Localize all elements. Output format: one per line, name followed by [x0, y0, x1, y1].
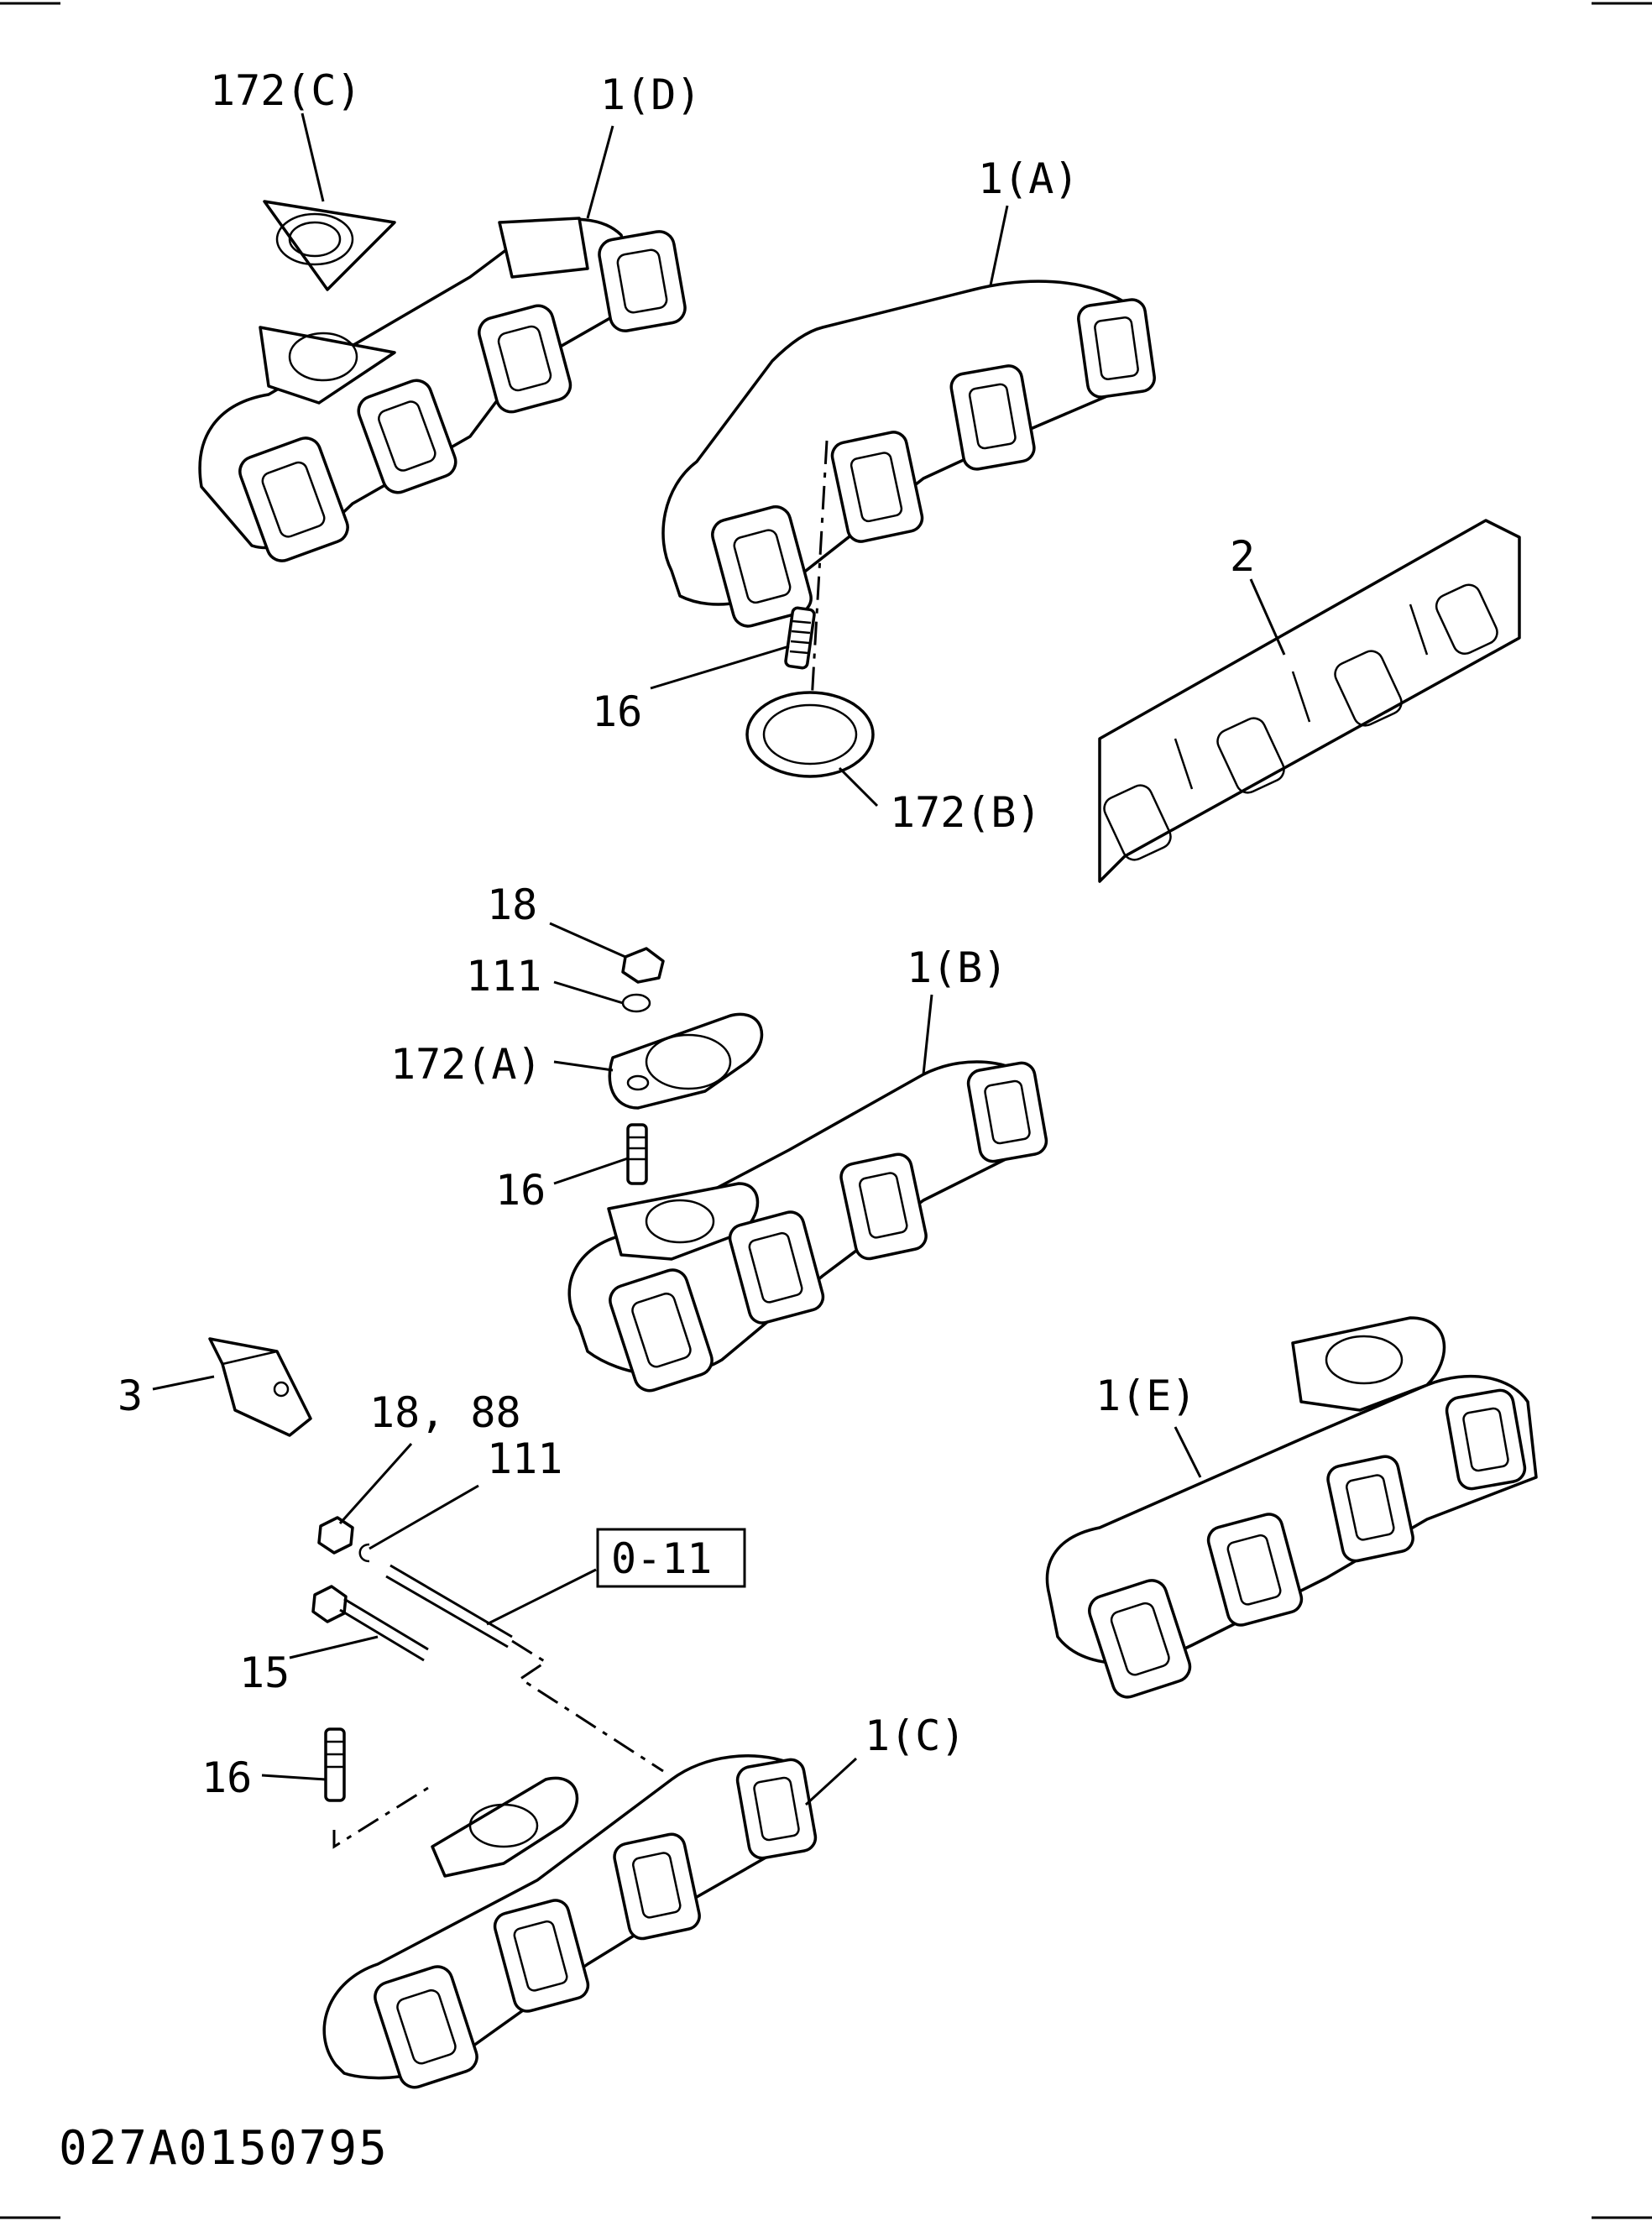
label-1a: 1(A) — [978, 154, 1079, 203]
label-111-upper: 111 — [466, 952, 541, 1001]
manifold-1c — [311, 1516, 818, 2089]
label-18-88: 18, 88 — [369, 1388, 521, 1437]
label-16-top: 16 — [592, 687, 642, 736]
label-172b: 172(B) — [890, 788, 1042, 837]
label-16-bottom: 16 — [201, 1753, 252, 1802]
label-111-lower: 111 — [487, 1435, 562, 1483]
label-16-middle: 16 — [495, 1166, 546, 1215]
label-1b: 1(B) — [907, 943, 1007, 992]
manifold-1d — [198, 200, 687, 562]
label-3: 3 — [118, 1372, 143, 1420]
label-18: 18 — [487, 881, 537, 929]
figure-id: 027A0150795 — [59, 2121, 389, 2176]
label-172c: 172(C) — [210, 66, 362, 115]
label-15: 15 — [239, 1649, 290, 1697]
gasket-2 — [1098, 519, 1521, 883]
label-172a: 172(A) — [390, 1040, 542, 1089]
label-reference: 0-11 — [611, 1534, 712, 1583]
label-1c: 1(C) — [865, 1711, 965, 1760]
leader-lines — [152, 112, 1286, 1806]
manifold-1b — [567, 947, 1048, 1393]
bracket-3 — [208, 1337, 312, 1437]
manifold-1a — [661, 280, 1156, 778]
manifold-1e — [1045, 1316, 1538, 1699]
reference-box — [596, 1528, 746, 1588]
label-1e: 1(E) — [1095, 1372, 1196, 1420]
label-1d: 1(D) — [600, 71, 701, 119]
label-2: 2 — [1230, 532, 1255, 581]
part-labels: 172(C) 1(D) 1(A) 2 16 172(B) 18 111 1(B)… — [118, 66, 1255, 1802]
